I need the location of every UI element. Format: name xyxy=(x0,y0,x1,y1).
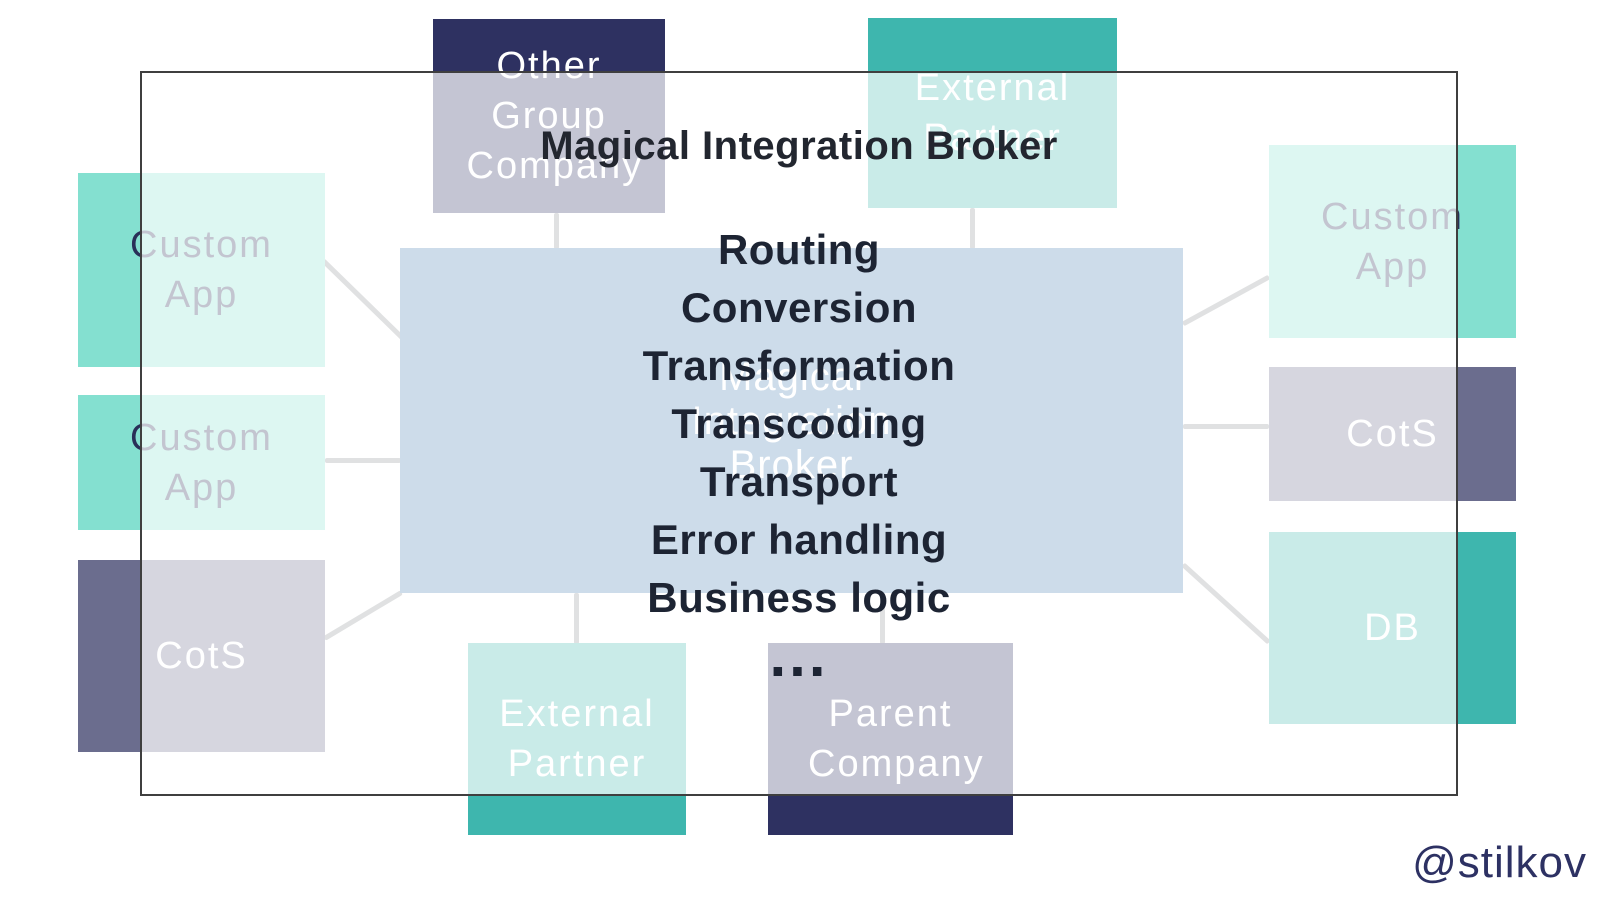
capability-item: Business logic xyxy=(647,574,951,621)
capability-more-ellipsis: ... xyxy=(769,622,829,689)
overlay-panel xyxy=(140,71,1458,796)
capability-item: Transcoding xyxy=(671,400,927,447)
capability-item: Transformation xyxy=(642,342,956,389)
capability-item: Conversion xyxy=(680,284,918,331)
capability-item: Routing xyxy=(717,226,881,273)
watermark-handle: @stilkov xyxy=(1412,838,1587,887)
capability-list: Routing Conversion Transformation Transc… xyxy=(140,221,1458,689)
capability-item: Transport xyxy=(699,458,899,505)
capability-item: Error handling xyxy=(650,516,948,563)
overlay-title: Magical Integration Broker xyxy=(540,124,1058,168)
